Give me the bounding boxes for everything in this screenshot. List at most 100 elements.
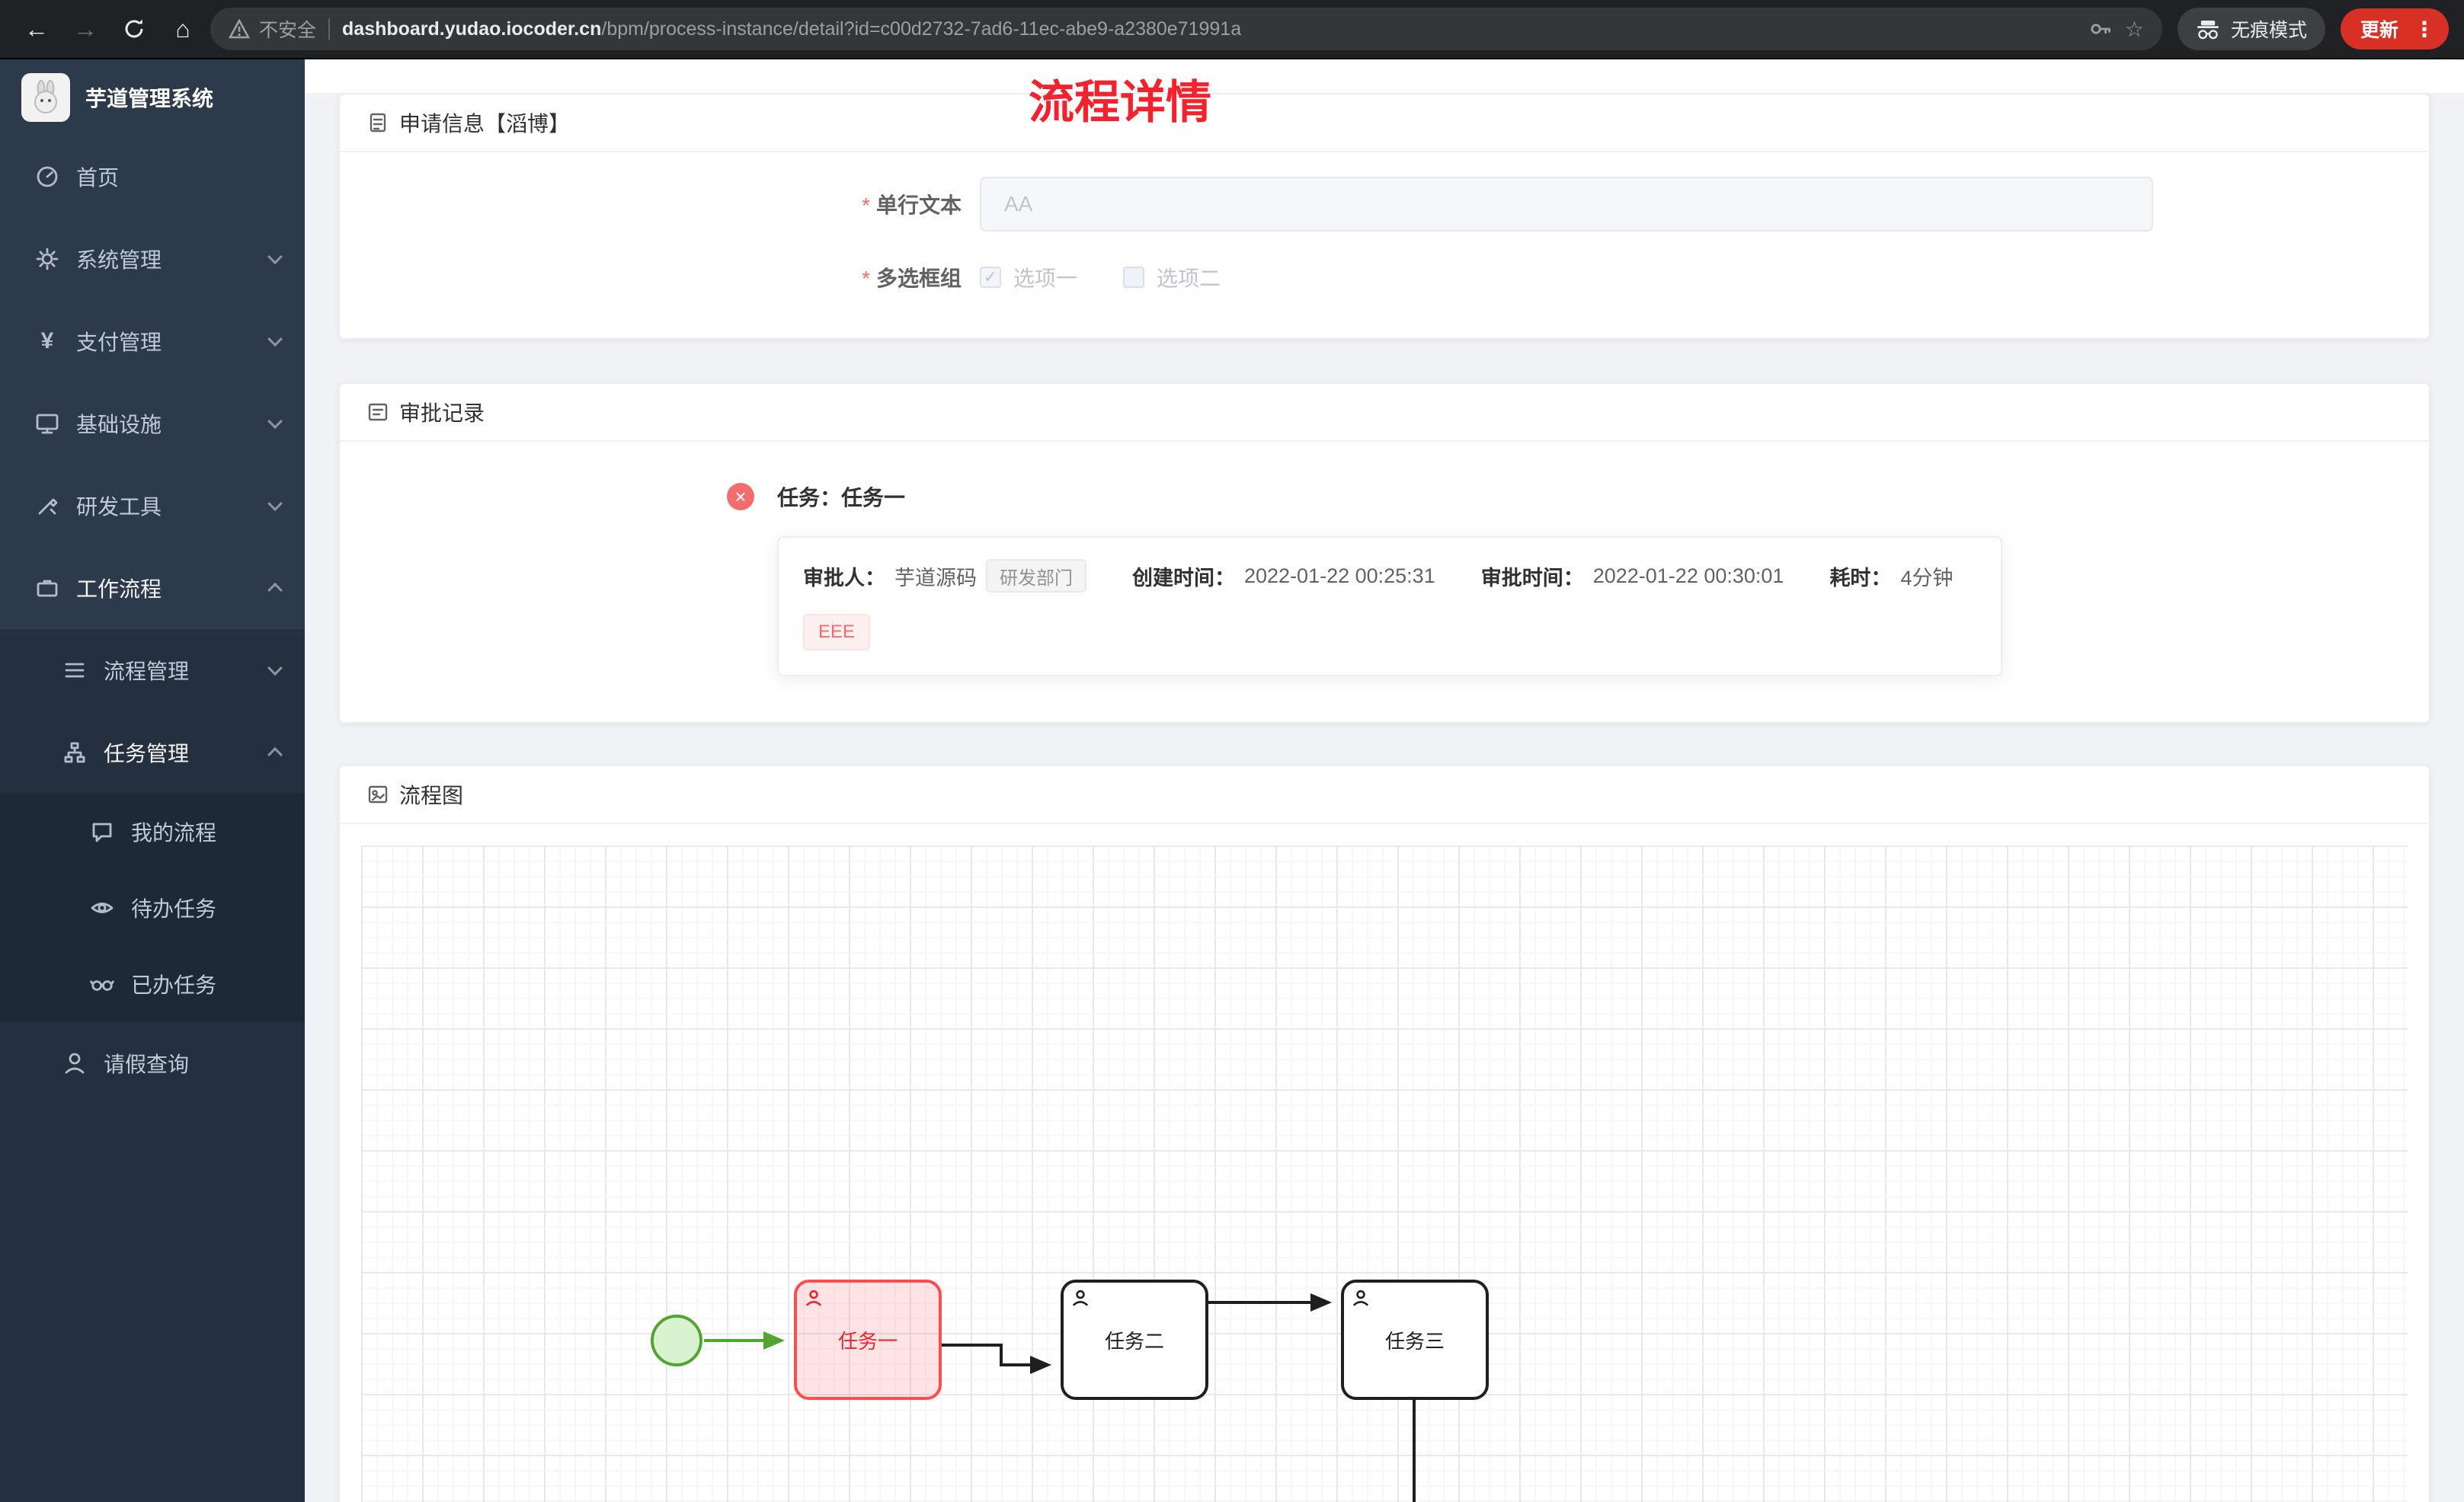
sidebar-item-workflow[interactable]: 工作流程 bbox=[0, 547, 305, 629]
eye-icon bbox=[88, 896, 116, 920]
checkbox-option-1: ✓ 选项一 bbox=[980, 262, 1077, 292]
chevron-up-icon bbox=[267, 582, 283, 598]
task-node-2[interactable]: 任务二 bbox=[1061, 1280, 1208, 1400]
user-icon bbox=[61, 1051, 88, 1075]
approver-name: 芋道源码 bbox=[894, 566, 977, 590]
checkbox-option-2: 选项二 bbox=[1123, 262, 1221, 292]
yen-icon: ¥ bbox=[40, 328, 54, 353]
incognito-badge: 无痕模式 bbox=[2177, 8, 2325, 50]
main-content: 流程详情 申请信息【滔博】 *单行文本 *多选框组 bbox=[305, 59, 2464, 1502]
process-diagram-card-header: 流程图 bbox=[340, 766, 2429, 824]
chevron-up-icon bbox=[267, 746, 283, 762]
back-button[interactable]: ← bbox=[24, 14, 49, 43]
task-title: 任务：任务一 bbox=[777, 486, 906, 510]
created-time: 2022-01-22 00:25:31 bbox=[1244, 564, 1435, 587]
chat-icon bbox=[88, 820, 116, 844]
approval-timeline: × 任务：任务一 审批人： 芋道源码 研发部门 创建时间： bbox=[340, 442, 2429, 722]
apply-form: *单行文本 *多选框组 ✓ 选项一 选项二 bbox=[340, 152, 2429, 338]
approved-time: 2022-01-22 00:30:01 bbox=[1592, 564, 1784, 587]
approval-record-card-title: 审批记录 bbox=[399, 401, 485, 425]
tools-icon bbox=[34, 494, 61, 518]
text-field-label: *单行文本 bbox=[862, 193, 962, 217]
form-row-text: *单行文本 bbox=[340, 177, 2429, 232]
approval-detail-card: 审批人： 芋道源码 研发部门 创建时间： 2022-01-22 00:25:31… bbox=[777, 536, 2002, 676]
created-time-group: 创建时间： 2022-01-22 00:25:31 bbox=[1132, 564, 1435, 590]
org-chart-icon bbox=[61, 740, 88, 765]
approved-time-group: 审批时间： 2022-01-22 00:30:01 bbox=[1480, 564, 1784, 590]
url-host: dashboard.yudao.iocoder.cn bbox=[342, 18, 602, 40]
error-icon: × bbox=[727, 483, 754, 510]
browser-toolbar: ← → ⌂ 不安全 dashboard.yudao.iocoder.cn/bpm… bbox=[0, 0, 2464, 59]
duration-group: 耗时： 4分钟 bbox=[1829, 561, 1953, 591]
app-shell: 芋道管理系统 首页 系统管理 ¥ 支付管理 基础设施 研发工具 bbox=[0, 59, 2464, 1502]
apply-info-card: 申请信息【滔博】 *单行文本 *多选框组 ✓ 选项一 bbox=[338, 93, 2430, 340]
flow-task1-to-task2 bbox=[942, 1344, 1051, 1374]
forward-button[interactable]: → bbox=[73, 14, 98, 43]
chevron-down-icon bbox=[267, 331, 283, 347]
sidebar-filler bbox=[0, 1104, 305, 1502]
chevron-down-icon bbox=[267, 496, 283, 512]
dashboard-icon bbox=[34, 165, 61, 189]
sidebar-item-home[interactable]: 首页 bbox=[0, 136, 305, 218]
url-path: /bpm/process-instance/detail?id=c00d2732… bbox=[601, 18, 1242, 40]
logo-image bbox=[21, 73, 70, 122]
required-asterisk: * bbox=[862, 267, 870, 290]
content-area: 申请信息【滔博】 *单行文本 *多选框组 ✓ 选项一 bbox=[305, 93, 2464, 1502]
gear-icon bbox=[34, 247, 61, 271]
checkbox-group-label: *多选框组 bbox=[862, 267, 962, 290]
apply-info-card-header: 申请信息【滔博】 bbox=[340, 94, 2429, 152]
task-node-3[interactable]: 任务三 bbox=[1341, 1280, 1489, 1400]
site-info-button[interactable]: 不安全 bbox=[229, 15, 316, 43]
home-button[interactable]: ⌂ bbox=[175, 14, 190, 43]
document-icon bbox=[370, 113, 386, 133]
bpmn-canvas[interactable]: 任务一 任务二 任务三 bbox=[361, 845, 2408, 1502]
sidebar-item-done-tasks[interactable]: 已办任务 bbox=[0, 946, 305, 1022]
url-text: dashboard.yudao.iocoder.cn/bpm/process-i… bbox=[342, 18, 1241, 40]
checkbox-checked-icon: ✓ bbox=[980, 267, 1001, 288]
password-key-icon[interactable] bbox=[2088, 17, 2113, 41]
app-title: 芋道管理系统 bbox=[85, 87, 214, 110]
comment-tag: EEE bbox=[803, 614, 871, 650]
top-band bbox=[305, 59, 2464, 93]
sidebar-item-my-process[interactable]: 我的流程 bbox=[0, 794, 305, 870]
checkbox-unchecked-icon bbox=[1123, 267, 1145, 288]
sidebar-item-devtools[interactable]: 研发工具 bbox=[0, 465, 305, 547]
sidebar-item-process-management[interactable]: 流程管理 bbox=[0, 629, 305, 711]
apply-info-card-title: 申请信息【滔博】 bbox=[399, 112, 571, 136]
task-node-1[interactable]: 任务一 bbox=[794, 1280, 942, 1400]
incognito-label: 无痕模式 bbox=[2230, 20, 2307, 41]
workflow-icon bbox=[34, 576, 61, 600]
reload-icon bbox=[125, 19, 143, 38]
sequence-flows bbox=[704, 1293, 1416, 1502]
user-task-icon bbox=[1352, 1289, 1370, 1312]
sidebar-item-payment[interactable]: ¥ 支付管理 bbox=[0, 300, 305, 382]
user-task-icon bbox=[805, 1289, 823, 1312]
address-bar[interactable]: 不安全 dashboard.yudao.iocoder.cn/bpm/proce… bbox=[210, 8, 2162, 50]
approval-detail-line: 审批人： 芋道源码 研发部门 创建时间： 2022-01-22 00:25:31… bbox=[803, 559, 1976, 593]
bookmark-star-icon[interactable]: ☆ bbox=[2124, 17, 2144, 41]
sidebar-item-infrastructure[interactable]: 基础设施 bbox=[0, 382, 305, 465]
chevron-down-icon bbox=[267, 249, 283, 265]
reload-button[interactable] bbox=[113, 8, 155, 50]
diagram-body: 任务一 任务二 任务三 bbox=[340, 824, 2429, 1502]
update-label: 更新 bbox=[2360, 20, 2398, 41]
approver-group: 审批人： 芋道源码 研发部门 bbox=[803, 559, 1086, 593]
sidebar-item-task-management[interactable]: 任务管理 bbox=[0, 711, 305, 794]
security-label: 不安全 bbox=[259, 20, 317, 41]
sidebar-item-leave-query[interactable]: 请假查询 bbox=[0, 1022, 305, 1104]
app-logo[interactable]: 芋道管理系统 bbox=[0, 59, 305, 136]
start-event-node[interactable] bbox=[651, 1315, 702, 1366]
monitor-icon bbox=[34, 411, 61, 436]
record-icon bbox=[368, 403, 388, 421]
form-row-checkbox: *多选框组 ✓ 选项一 选项二 bbox=[340, 262, 2429, 292]
sidebar: 芋道管理系统 首页 系统管理 ¥ 支付管理 基础设施 研发工具 bbox=[0, 59, 305, 1502]
incognito-icon bbox=[2197, 21, 2219, 40]
kebab-menu-icon[interactable]: ⋮ bbox=[2414, 17, 2435, 41]
workflow-submenu: 流程管理 任务管理 我的流程 待办任务 已办任务 bbox=[0, 629, 305, 1104]
process-diagram-card: 流程图 bbox=[338, 765, 2430, 1502]
sidebar-item-system[interactable]: 系统管理 bbox=[0, 218, 305, 300]
duration-value: 4分钟 bbox=[1900, 566, 1954, 590]
update-button[interactable]: 更新 ⋮ bbox=[2340, 8, 2449, 50]
sidebar-item-todo-tasks[interactable]: 待办任务 bbox=[0, 870, 305, 946]
timeline-item-head: × 任务：任务一 bbox=[727, 481, 2429, 512]
